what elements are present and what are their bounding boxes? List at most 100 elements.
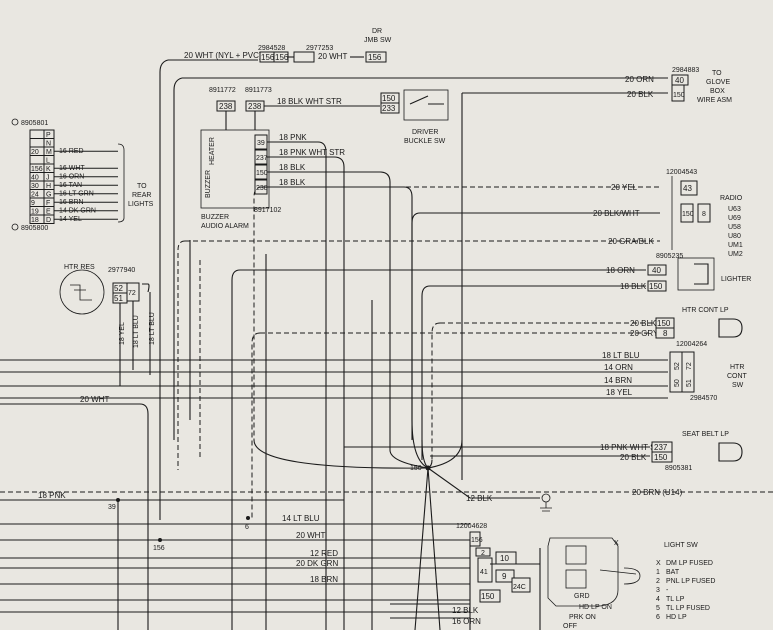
glovebox-wire-asm: WIRE ASM [697, 97, 732, 104]
light-sw-conn-156 [469, 531, 481, 547]
buckle-label-driver: DRIVER [412, 129, 438, 136]
legend-val-3: - [666, 587, 669, 594]
legend-key-3: 3 [656, 587, 660, 594]
buckle-n238a: 238 [219, 102, 233, 111]
buckle-part1: 8911772 [209, 87, 236, 94]
n6: 6 [245, 524, 249, 531]
lower-wires-group: 18 PNK 39 156 6 14 LT BLU 20 WHT 12 RED … [0, 491, 470, 630]
wht-nyl-pvc-label: 20 WHT (NYL + PVC) [184, 51, 262, 60]
htr-cont-lp-gry: 20 GRY [630, 329, 659, 338]
rear-conn-num: 24 [31, 192, 39, 199]
htr-cont-lp-n8: 8 [663, 329, 668, 338]
dr-label: DR [372, 28, 382, 35]
radio-n8: 8 [702, 211, 706, 218]
conn-156-mid [293, 51, 315, 63]
radio-conn-150 [680, 203, 694, 223]
light-sw-n9: 9 [502, 572, 507, 581]
legend-val-2: PNL LP FUSED [666, 578, 715, 585]
radio-conn-43 [680, 180, 698, 196]
splice-dot [425, 465, 431, 471]
buzzer-part: 8917102 [254, 207, 281, 214]
rear-conn-num-cell [29, 129, 45, 139]
part-2984528: 2984528 [258, 45, 285, 52]
seat-belt-lp-bulb [718, 442, 743, 462]
seat-belt-lp-label: SEAT BELT LP [682, 431, 729, 438]
buckle-n150: 150 [382, 94, 396, 103]
rear-conn-num-cell [29, 155, 45, 165]
htr-res-group: HTR RES 2977940 52 72 51 18 YEL 18 LT BL… [59, 264, 156, 386]
htr-cont-sw-n50: 50 [674, 379, 681, 387]
buzzer-box [200, 129, 270, 209]
rear-conn-wire-label: 16 WHT [59, 165, 85, 172]
legend-val-x: DM LP FUSED [666, 560, 713, 567]
junction-6 [246, 516, 250, 520]
lighter-blk: 18 BLK [620, 282, 647, 291]
htr-cont-sw-n72: 72 [686, 362, 693, 370]
legend-key-x: X [656, 560, 661, 567]
rear-conn-letter: H [46, 183, 51, 190]
legend-key-5: 5 [656, 605, 660, 612]
buckle-wire-label: 18 BLK WHT STR [277, 97, 342, 106]
htr-res-n52: 52 [114, 284, 123, 293]
radio-gra-blk: 20 GRA/BLK [608, 237, 654, 246]
wht20-left: 20 WHT [80, 395, 109, 404]
radio-code-u63: U63 [728, 206, 741, 213]
lighter-n40: 40 [652, 266, 661, 275]
htr-cont-lp-group: HTR CONT LP 20 BLK 20 GRY 150 8 [251, 307, 743, 520]
ltblu14: 14 LT BLU [282, 514, 320, 523]
blk12-ground: 12 BLK [466, 494, 493, 503]
lighter-orn: 18 ORN [606, 266, 635, 275]
glovebox-to: TO [712, 70, 722, 77]
separator-group: 20 BRN (U14) [0, 488, 773, 497]
seat-belt-lp-blk: 20 BLK [620, 453, 647, 462]
buzzer-n237: 237 [256, 155, 268, 162]
legend-val-6: HD LP [666, 614, 687, 621]
light-sw-n156: 156 [471, 537, 483, 544]
buzzer-wire-pnk: 18 PNK [279, 133, 307, 142]
buzzer-wire-pnk-wht: 18 PNK WHT STR [279, 148, 345, 157]
buckle-group: 8911772 8911773 238 238 18 BLK WHT STR 1… [209, 87, 449, 145]
num-156-a: 156 [261, 53, 275, 62]
htr-cont-sw-htr: HTR [730, 364, 744, 371]
buckle-part2: 8911773 [245, 87, 272, 94]
buzzer-n150: 150 [256, 170, 268, 177]
lighter-conn-40 [647, 264, 667, 276]
light-sw-grd: GRD [574, 593, 590, 600]
legend-key-2: 2 [656, 578, 660, 585]
seat-belt-lp-n237: 237 [654, 443, 668, 452]
htr-cont-sw-n51: 51 [686, 379, 693, 387]
rear-conn-letter: L [46, 158, 50, 165]
trunk-lines [189, 240, 373, 630]
rear-conn-wire-label: 14 YEL [59, 216, 82, 223]
light-sw-off: OFF [563, 623, 577, 630]
rear-rear: REAR [132, 192, 151, 199]
htr-cont-lp-label: HTR CONT LP [682, 307, 729, 314]
seat-belt-lp-pnk: 18 PNK WHT STR [600, 443, 666, 452]
htr-cont-sw-yel: 18 YEL [606, 388, 633, 397]
legend-key-4: 4 [656, 596, 660, 603]
light-sw-n2: 2 [481, 550, 485, 557]
part-2977253: 2977253 [306, 45, 333, 52]
htr-res-w-ltblu1: 18 LT BLU [133, 315, 140, 348]
rear-conn-num: 18 [31, 217, 39, 224]
rear-to: TO [137, 183, 147, 190]
radio-code-u80: U80 [728, 233, 741, 240]
light-sw-group: 12004628 156 2 10 41 9 24C 150 12 BLK 16… [452, 523, 715, 630]
htr-res-circle [59, 269, 105, 315]
legend-key-6: 6 [656, 614, 660, 621]
rear-conn-letter: M [46, 149, 52, 156]
rear-conn-part-top: 8905801 [21, 120, 48, 127]
htr-cont-sw-conn-b [681, 351, 695, 393]
lighter-box [677, 257, 715, 291]
htr-cont-sw-brn: 14 BRN [604, 376, 632, 385]
rear-conn-num: 20 [31, 149, 39, 156]
wht-20-label: 20 WHT [318, 52, 347, 61]
buzzer-group: HEATER BUZZER 39 237 150 238 18 PNK 18 P… [200, 111, 413, 630]
htr-cont-lp-blk: 20 BLK [630, 319, 657, 328]
radio-code-u58: U58 [728, 224, 741, 231]
buckle-n238b: 238 [248, 102, 262, 111]
light-sw-orn16: 16 ORN [452, 617, 481, 626]
ground-circle [541, 493, 551, 503]
light-sw-contact-top [565, 545, 587, 565]
glovebox-conn-150 [671, 84, 685, 102]
